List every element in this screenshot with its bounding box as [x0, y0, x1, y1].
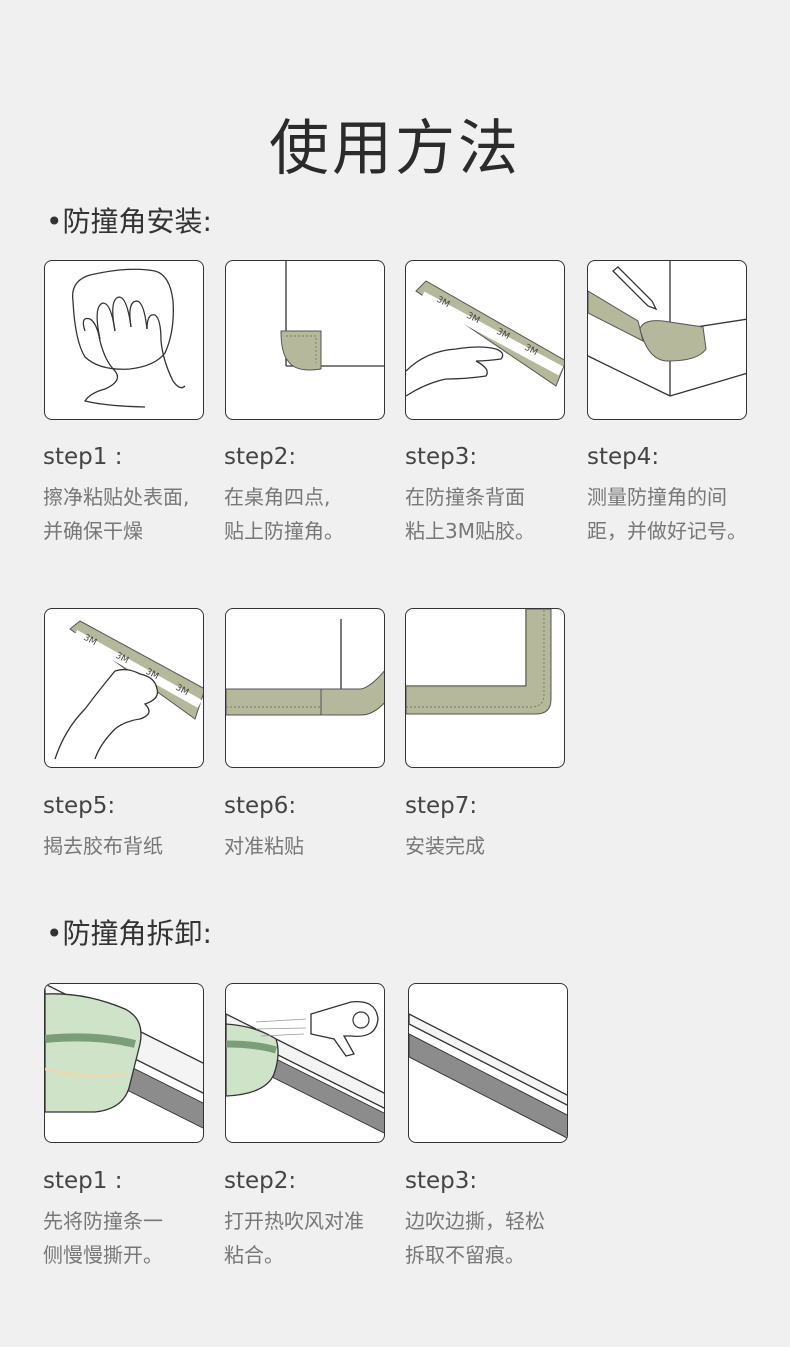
- install-step5-desc: 揭去胶布背纸: [43, 834, 163, 858]
- install-step2-illustration: [225, 260, 385, 420]
- peel-strip-icon: [45, 984, 203, 1129]
- tape-hand-icon: 3M 3M 3M 3M: [406, 280, 564, 397]
- install-step7-label: step7:: [405, 793, 478, 819]
- corner-guard-icon: [280, 261, 384, 371]
- install-step7-desc: 安装完成: [405, 834, 485, 858]
- install-step5-label: step5:: [43, 793, 116, 819]
- install-step3-label: step3:: [405, 444, 478, 470]
- install-step2-label: step2:: [224, 444, 297, 470]
- remove-heading: •防撞角拆卸:: [46, 917, 212, 950]
- wipe-hand-icon: [71, 268, 186, 408]
- remove-step1-label: step1 :: [43, 1168, 123, 1194]
- install-step1-label: step1 :: [43, 444, 123, 470]
- install-step1-desc: 擦净粘贴处表面,并确保干燥: [43, 485, 190, 543]
- install-step1-illustration: [44, 260, 204, 420]
- remove-step3-illustration: [408, 983, 568, 1143]
- install-step4-desc: 测量防撞角的间距，并做好记号。: [587, 485, 747, 543]
- clean-edge-icon: [409, 1013, 567, 1139]
- remove-step2-illustration: [225, 983, 385, 1143]
- install-step7-illustration: [405, 608, 565, 768]
- remove-step3-desc: 边吹边撕，轻松拆取不留痕。: [405, 1209, 545, 1267]
- install-step3-illustration: 3M 3M 3M 3M: [405, 260, 565, 420]
- install-step3-desc: 在防撞条背面粘上3M贴胶。: [405, 485, 535, 543]
- install-step5-illustration: 3M 3M 3M 3M: [44, 608, 204, 768]
- remove-step1-desc: 先将防撞条一侧慢慢撕开。: [43, 1209, 163, 1267]
- install-step6-label: step6:: [224, 793, 297, 819]
- page-title: 使用方法: [269, 114, 521, 184]
- install-step6-desc: 对准粘贴: [224, 834, 304, 858]
- remove-step1-illustration: [44, 983, 204, 1143]
- install-step4-illustration: [587, 260, 747, 420]
- align-strip-icon: [226, 619, 384, 716]
- install-step6-illustration: [225, 608, 385, 768]
- install-step4-label: step4:: [587, 444, 660, 470]
- remove-step2-desc: 打开热吹风对准粘合。: [224, 1209, 364, 1267]
- install-step2-desc: 在桌角四点,贴上防撞角。: [224, 485, 344, 543]
- finished-corner-icon: [406, 609, 552, 715]
- remove-step2-label: step2:: [224, 1168, 297, 1194]
- hair-dryer-icon: [226, 1000, 384, 1134]
- measure-pencil-icon: [588, 261, 746, 397]
- install-heading: •防撞角安装:: [46, 205, 212, 238]
- peel-tape-icon: 3M 3M 3M 3M: [54, 620, 203, 760]
- remove-step3-label: step3:: [405, 1168, 478, 1194]
